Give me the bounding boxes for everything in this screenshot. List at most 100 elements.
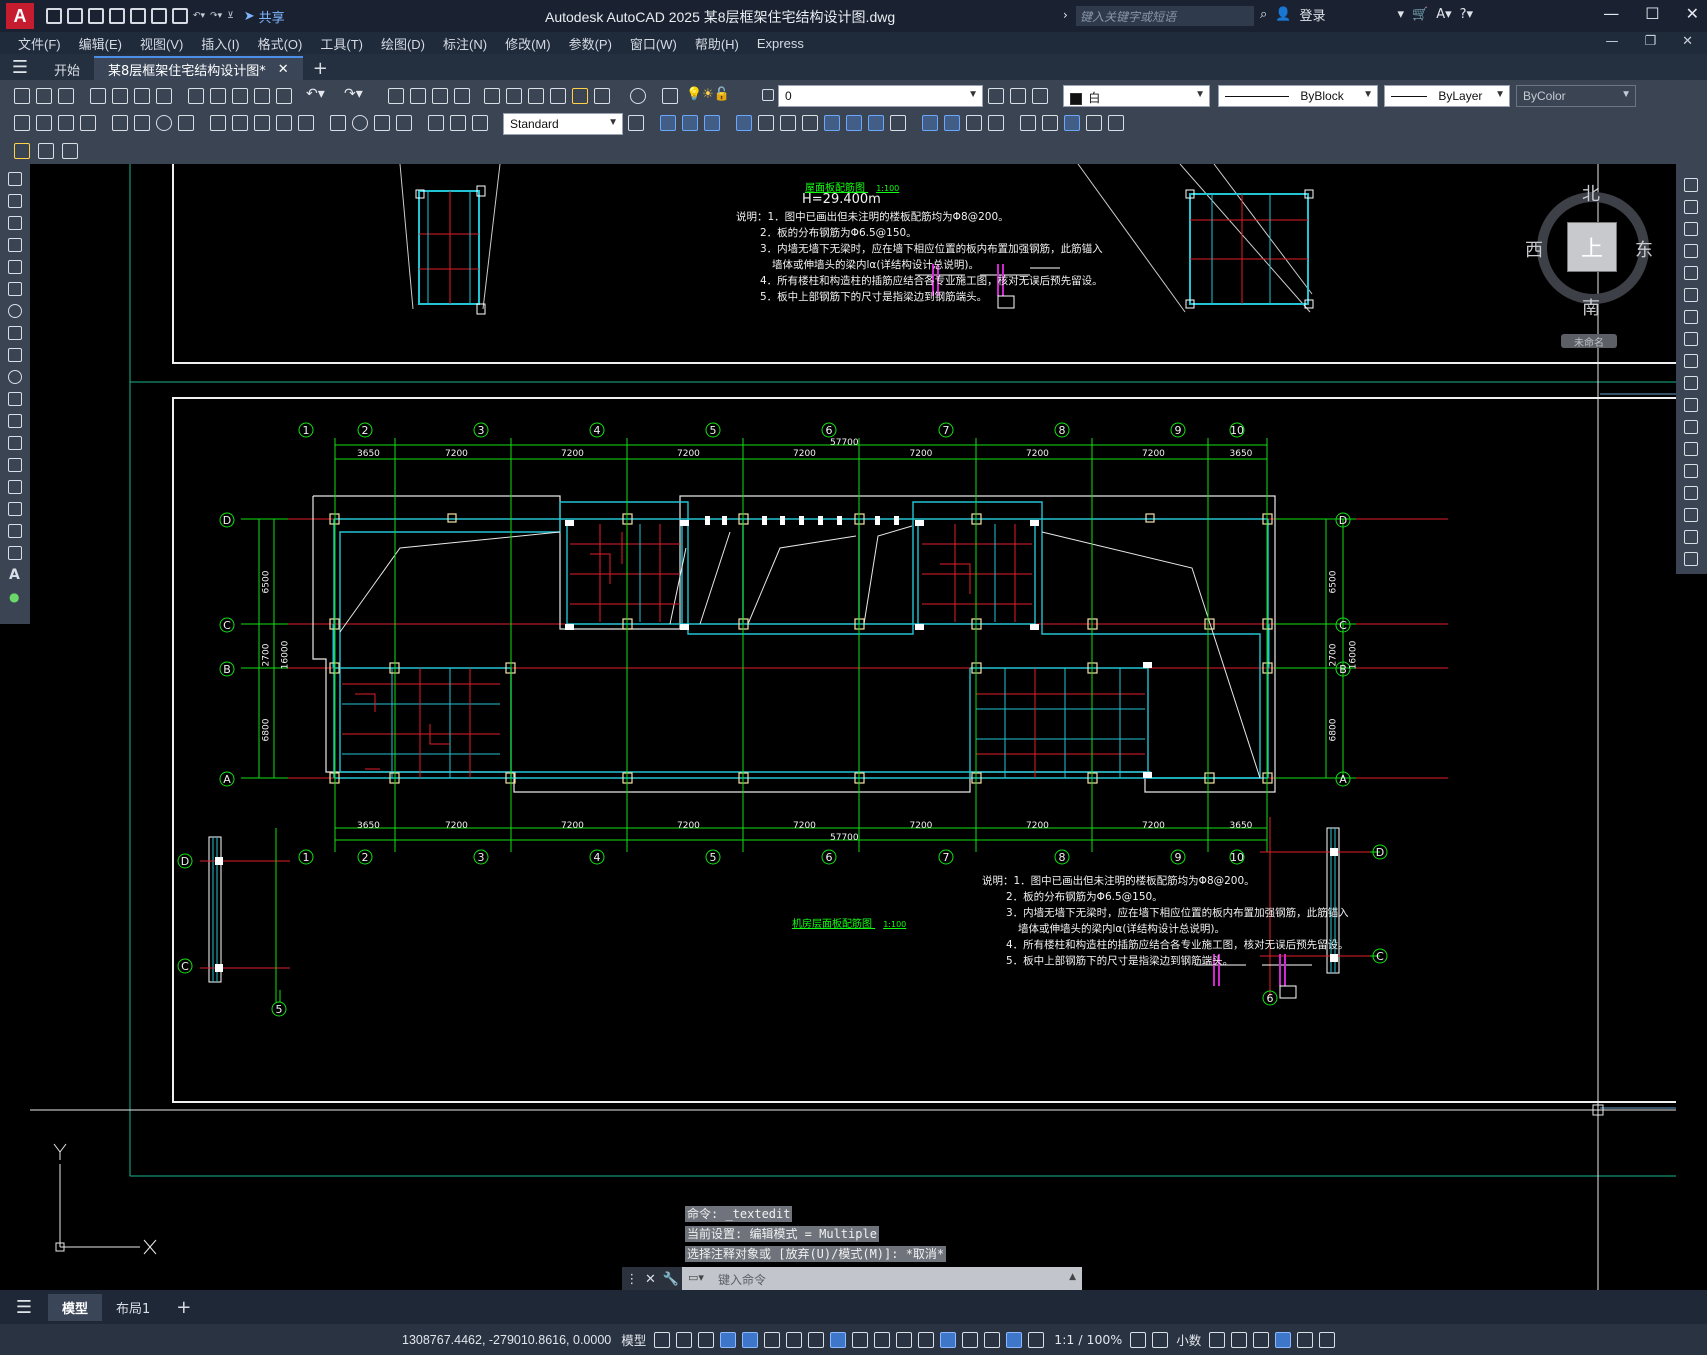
layer-previous-icon[interactable] (1010, 88, 1026, 104)
gradient-icon[interactable] (8, 502, 22, 516)
publish-icon[interactable] (134, 88, 150, 104)
zoom-previous-icon[interactable] (454, 88, 470, 104)
save-as-icon[interactable] (109, 8, 125, 24)
menu-window[interactable]: 窗口(W) (629, 36, 677, 52)
stretch-icon[interactable] (1684, 354, 1698, 368)
break-icon[interactable] (1684, 442, 1698, 456)
match-properties-icon[interactable] (254, 88, 270, 104)
command-history-arrow-icon[interactable]: ▲ (1069, 1272, 1076, 1282)
menu-help[interactable]: 帮助(H) (694, 36, 739, 52)
selection-cycling-icon[interactable] (896, 1331, 913, 1348)
layer-state-icons[interactable]: 💡☀🔓 (686, 87, 731, 102)
construction-line-icon[interactable] (8, 194, 22, 208)
zoom-realtime-icon[interactable] (410, 88, 426, 104)
user-icon[interactable]: 👤 (1275, 7, 1292, 22)
jogged-linear-icon[interactable] (396, 115, 412, 131)
color-dropdown[interactable]: 白 ▼ (1063, 85, 1210, 107)
add-layout-button[interactable]: + (176, 1296, 192, 1318)
region-icon[interactable] (8, 524, 22, 538)
trim-icon[interactable] (1684, 376, 1698, 390)
ucs-view-icon[interactable] (1108, 115, 1124, 131)
maximize-icon[interactable]: ☐ (1645, 4, 1660, 23)
dimension-update-icon[interactable] (472, 115, 488, 131)
tab-start[interactable]: 开始 (54, 64, 81, 79)
ellipse-icon[interactable] (8, 370, 22, 384)
3d-rotate-icon[interactable] (780, 115, 796, 131)
layout-menu-icon[interactable]: ☰ (15, 1296, 33, 1318)
multiline-text-icon[interactable]: A (9, 567, 20, 583)
properties-icon[interactable] (484, 88, 500, 104)
units-value[interactable]: 小数 (1176, 1333, 1202, 1348)
menu-tools[interactable]: 工具(T) (320, 36, 363, 52)
ucs-object-icon[interactable] (1086, 115, 1102, 131)
3d-shell-icon[interactable] (868, 115, 884, 131)
menu-edit[interactable]: 编辑(E) (78, 36, 122, 52)
save-file-icon[interactable] (58, 88, 74, 104)
copy-icon[interactable] (210, 88, 226, 104)
polar-tracking-icon[interactable] (764, 1331, 781, 1348)
sheet-set-icon[interactable] (550, 88, 566, 104)
polygon-icon[interactable] (8, 238, 22, 252)
save-web-icon[interactable] (151, 8, 167, 24)
ortho-icon[interactable] (742, 1331, 759, 1348)
quick-dimension-icon[interactable] (210, 115, 226, 131)
diameter-dimension-icon[interactable] (156, 115, 172, 131)
search-icon[interactable]: ⌕ (1260, 7, 1268, 22)
block-save-icon[interactable] (38, 143, 54, 159)
circle-icon[interactable] (8, 304, 22, 318)
share-button[interactable]: ➤ 共享 (244, 7, 285, 26)
command-customize-icon[interactable]: 🔧 (662, 1271, 679, 1287)
help-tool-icon[interactable] (630, 88, 646, 104)
rotate-icon[interactable] (1684, 310, 1698, 324)
object-snap-tracking-icon[interactable] (808, 1331, 825, 1348)
dimension-style-icon[interactable] (628, 115, 644, 131)
3d-union-icon[interactable] (682, 115, 698, 131)
doc-restore-icon[interactable]: ❐ (1644, 34, 1657, 49)
menu-view[interactable]: 视图(V) (139, 36, 184, 52)
layer-properties-icon[interactable] (662, 88, 678, 104)
cursor-coordinates[interactable]: 1308767.4462, -279010.8616, 0.0000 (402, 1332, 612, 1347)
qnew-icon[interactable] (14, 88, 30, 104)
ucs-menu[interactable]: 未命名 (1561, 334, 1617, 349)
3d-section-icon[interactable] (846, 115, 862, 131)
command-prompt-icon[interactable]: ▭▾ (688, 1271, 704, 1284)
viewcube-north[interactable]: 北 (1582, 184, 1600, 205)
snap-icon[interactable] (676, 1331, 693, 1348)
open-file-icon[interactable] (36, 88, 52, 104)
viewcube-south[interactable]: 南 (1582, 298, 1600, 319)
search-input[interactable]: 键入关键字或短语 (1076, 6, 1254, 26)
ucs-face-icon[interactable] (1064, 115, 1080, 131)
ucs-world-icon[interactable] (1042, 115, 1058, 131)
insert-block-icon[interactable] (8, 414, 22, 428)
new-icon[interactable] (46, 8, 62, 24)
menu-dimension[interactable]: 标注(N) (443, 36, 488, 52)
search-expand-icon[interactable]: › (1063, 8, 1068, 22)
make-current-layer-icon[interactable] (988, 88, 1004, 104)
3d-extrude-icon[interactable] (736, 115, 752, 131)
edit-block-icon[interactable] (14, 143, 30, 159)
selection-filter-icon[interactable] (962, 1331, 979, 1348)
move-icon[interactable] (1684, 288, 1698, 302)
viewcube-compass-ring[interactable] (1537, 192, 1649, 304)
mirror-icon[interactable] (1684, 222, 1698, 236)
extend-icon[interactable] (1684, 398, 1698, 412)
erase-icon[interactable] (1684, 178, 1698, 192)
linear-dimension-icon[interactable] (14, 115, 30, 131)
undo-icon[interactable]: ↶▾ (193, 11, 206, 21)
point-icon[interactable] (8, 458, 22, 472)
lineweight-icon[interactable] (852, 1331, 869, 1348)
annotation-monitor-icon[interactable] (1152, 1331, 1169, 1348)
minimize-icon[interactable]: — (1603, 4, 1620, 23)
zoom-window-icon[interactable] (432, 88, 448, 104)
command-input[interactable]: ▭▾ 键入命令 ▲ (682, 1267, 1082, 1291)
aligned-dimension-icon[interactable] (36, 115, 52, 131)
new-tab-button[interactable]: + (312, 58, 328, 79)
annotation-visibility-icon[interactable] (1006, 1331, 1023, 1348)
isodraft-icon[interactable] (786, 1331, 803, 1348)
block-editor-icon[interactable] (276, 88, 292, 104)
open-icon[interactable] (67, 8, 83, 24)
pan-icon[interactable] (388, 88, 404, 104)
grid-icon[interactable] (654, 1331, 671, 1348)
solid-face-icon[interactable] (944, 115, 960, 131)
